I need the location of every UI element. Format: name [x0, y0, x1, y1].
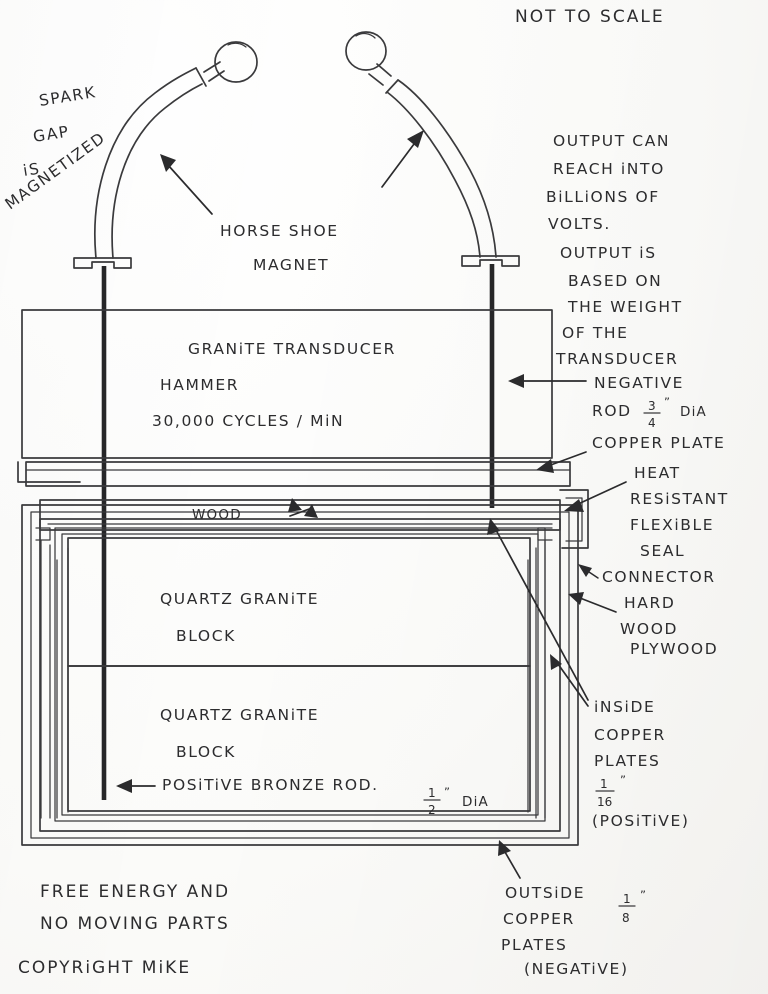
svg-text:QUARTZ GRANiTE: QUARTZ GRANiTE	[160, 706, 319, 724]
negative-rods	[101, 264, 495, 800]
output-annotation: OUTPUT CAN REACH iNTO BiLLiONS OF VOLTS.…	[546, 132, 683, 368]
svg-text:3: 3	[648, 399, 656, 413]
outside-copper-plates-annotation: OUTSiDE COPPER PLATES 1 8 ” (NEGATiVE)	[498, 840, 647, 978]
plywood-layer	[39, 518, 561, 832]
svg-text:HEAT: HEAT	[634, 464, 681, 482]
connector-annotation: CONNECTOR	[578, 564, 716, 586]
svg-text:PLATES: PLATES	[594, 752, 660, 770]
svg-text:SPARK: SPARK	[38, 83, 98, 110]
svg-text:REACH iNTO: REACH iNTO	[553, 160, 665, 178]
svg-text:SEAL: SEAL	[640, 542, 685, 560]
svg-text:HORSE SHOE: HORSE SHOE	[220, 222, 339, 240]
svg-text:BiLLiONS OF: BiLLiONS OF	[546, 188, 660, 206]
svg-text:GAP: GAP	[32, 122, 71, 146]
arrow-head-bronze-rod	[116, 779, 132, 793]
svg-text:BLOCK: BLOCK	[176, 627, 236, 645]
horse-shoe-magnet-annotation: HORSE SHOE MAGNET	[160, 130, 424, 274]
inside-copper-plates-annotation: iNSiDE COPPER PLATES 1 16 ” (POSiTiVE)	[487, 518, 689, 830]
arrow-head-inside-plate-top	[487, 518, 500, 535]
svg-text:WOOD: WOOD	[192, 507, 242, 523]
svg-text:2: 2	[428, 803, 436, 817]
svg-text:BLOCK: BLOCK	[176, 743, 236, 761]
svg-text:COPPER: COPPER	[503, 910, 575, 928]
svg-text:(POSiTiVE): (POSiTiVE)	[592, 812, 689, 830]
inside-copper-plate-shell-inner	[61, 533, 539, 816]
arrow-head-plywood	[568, 592, 584, 605]
copper-plate-bar	[17, 461, 571, 487]
copper-plate-annotation: COPPER PLATE	[536, 434, 725, 473]
wood-bar: WOOD	[39, 498, 561, 531]
spark-gap-annotation: SPARK GAP iS MAGNETIZED	[2, 83, 109, 213]
svg-text:COPYRiGHT MiKE: COPYRiGHT MiKE	[18, 958, 191, 978]
svg-text:”: ”	[444, 785, 451, 799]
svg-text:4: 4	[648, 416, 656, 430]
arrow-head-outside-plate	[498, 840, 511, 856]
footer-annotation: FREE ENERGY AND NO MOVING PARTS COPYRiGH…	[18, 882, 230, 978]
svg-text:1: 1	[600, 777, 608, 791]
svg-text:”: ”	[620, 773, 627, 787]
arrow-head-connector	[578, 564, 592, 577]
svg-text:RESiSTANT: RESiSTANT	[630, 490, 729, 508]
svg-text:OUTPUT iS: OUTPUT iS	[560, 244, 657, 262]
arrow-head-inside-plate-bottom	[550, 654, 562, 670]
seal-annotation: HEAT RESiSTANT FLEXiBLE SEAL	[564, 464, 729, 560]
svg-text:8: 8	[622, 911, 630, 925]
granite-transducer-box: GRANiTE TRANSDUCER HAMMER 30,000 CYCLES …	[21, 309, 553, 459]
svg-text:POSiTiVE BRONZE ROD.: POSiTiVE BRONZE ROD.	[162, 776, 379, 794]
svg-text:TRANSDUCER: TRANSDUCER	[555, 350, 678, 368]
positive-bronze-rod: POSiTiVE BRONZE ROD. 1 2 ” DiA	[116, 776, 489, 817]
svg-text:COPPER PLATE: COPPER PLATE	[592, 434, 725, 452]
svg-text:DiA: DiA	[462, 794, 489, 810]
svg-text:HARD: HARD	[624, 594, 675, 612]
svg-text:QUARTZ GRANiTE: QUARTZ GRANiTE	[160, 590, 319, 608]
svg-text:PLATES: PLATES	[501, 936, 567, 954]
svg-text:PLYWOOD: PLYWOOD	[630, 640, 718, 658]
svg-text:THE WEIGHT: THE WEIGHT	[567, 298, 683, 316]
svg-text:iNSiDE: iNSiDE	[594, 698, 655, 716]
svg-text:OUTSiDE: OUTSiDE	[505, 884, 585, 902]
arrow-head-wood-down	[304, 504, 318, 518]
svg-text:1: 1	[428, 786, 436, 800]
svg-text:ROD: ROD	[592, 402, 632, 420]
arrow-head-wood-up	[288, 498, 302, 512]
svg-text:OF THE: OF THE	[562, 324, 629, 342]
svg-text:FLEXiBLE: FLEXiBLE	[630, 516, 714, 534]
svg-text:FREE ENERGY AND: FREE ENERGY AND	[40, 882, 230, 902]
svg-text:CONNECTOR: CONNECTOR	[602, 568, 716, 586]
svg-text:WOOD: WOOD	[620, 620, 678, 638]
quartz-granite-block-upper: QUARTZ GRANiTE BLOCK	[67, 537, 531, 667]
svg-text:30,000 CYCLES / MiN: 30,000 CYCLES / MiN	[152, 412, 344, 430]
svg-text:iS: iS	[22, 159, 42, 179]
arrow-head-negative-rod	[508, 374, 524, 388]
negative-rod-annotation: NEGATIVE ROD 3 4 ” DiA	[508, 374, 707, 430]
svg-text:VOLTS.: VOLTS.	[548, 215, 611, 233]
inner-left-strips	[35, 527, 69, 819]
svg-text:BASED ON: BASED ON	[568, 272, 662, 290]
svg-text:NEGATIVE: NEGATIVE	[594, 374, 684, 392]
plywood-annotation: HARD WOOD PLYWOOD	[568, 592, 718, 658]
svg-text:”: ”	[640, 888, 647, 902]
not-to-scale-label: NOT TO SCALE	[515, 7, 665, 27]
svg-text:NO MOVING PARTS: NO MOVING PARTS	[40, 914, 230, 934]
svg-text:MAGNET: MAGNET	[253, 256, 329, 274]
inner-right-strips	[527, 489, 589, 819]
arrow-head-left-magnet	[160, 154, 176, 172]
svg-text:(NEGATiVE): (NEGATiVE)	[524, 960, 629, 978]
svg-text:OUTPUT CAN: OUTPUT CAN	[553, 132, 670, 150]
horseshoe-magnet-left-arm	[73, 41, 258, 269]
svg-text:1: 1	[623, 892, 631, 906]
svg-text:GRANiTE TRANSDUCER: GRANiTE TRANSDUCER	[188, 340, 396, 358]
svg-text:DiA: DiA	[680, 404, 707, 420]
arrow-head-seal	[564, 499, 584, 512]
arrow-head-right-magnet	[407, 130, 424, 148]
outside-copper-plate-shell	[21, 504, 579, 846]
horseshoe-magnet-right-arm	[345, 31, 520, 267]
arrow-head-copper-plate	[536, 459, 554, 473]
svg-text:”: ”	[664, 395, 671, 409]
svg-text:COPPER: COPPER	[594, 726, 666, 744]
svg-text:HAMMER: HAMMER	[160, 376, 239, 394]
svg-text:16: 16	[597, 795, 612, 809]
